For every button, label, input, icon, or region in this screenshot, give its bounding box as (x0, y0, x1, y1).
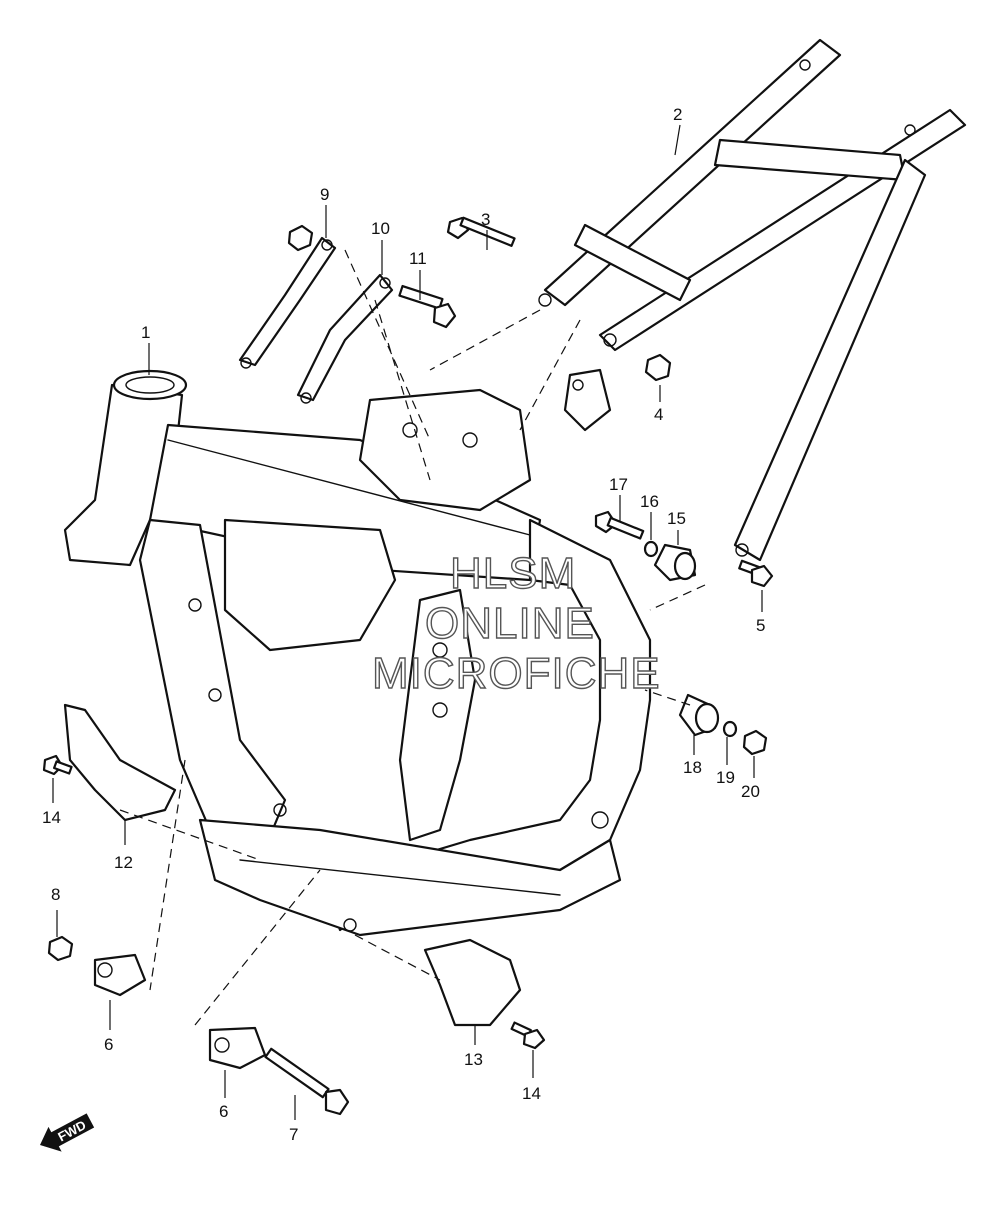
callout-15: 15 (667, 509, 686, 528)
rear-subframe (538, 38, 967, 562)
callout-18: 18 (683, 758, 702, 777)
callout-6a: 6 (104, 1035, 113, 1054)
watermark-line3: MICROFICHE (372, 649, 661, 698)
assembly-lines (119, 249, 706, 1026)
callout-13: 13 (464, 1050, 483, 1069)
bolt-11 (398, 284, 457, 329)
callout-4: 4 (654, 405, 663, 424)
leader-lines (52, 124, 763, 1120)
callout-6b: 6 (219, 1102, 228, 1121)
washer-16 (643, 540, 659, 558)
callout-14b: 14 (522, 1084, 541, 1103)
callout-5: 5 (756, 616, 765, 635)
nut-9 (287, 224, 314, 252)
nut-8 (47, 935, 74, 962)
bushing-15 (653, 543, 697, 582)
bolt-7 (264, 1047, 350, 1116)
bolt-14a (42, 754, 73, 776)
washer-19 (722, 720, 738, 738)
callout-1: 1 (141, 323, 150, 342)
main-frame (63, 369, 652, 937)
callout-12: 12 (114, 853, 133, 872)
callout-19: 19 (716, 768, 735, 787)
watermark: HLSM ONLINE MICROFICHE (371, 548, 661, 698)
callout-10: 10 (371, 219, 390, 238)
callout-9: 9 (320, 185, 329, 204)
fwd-label: FWD (55, 1117, 88, 1144)
guard-12 (63, 703, 177, 822)
callout-7: 7 (289, 1125, 298, 1144)
callout-20: 20 (741, 782, 760, 801)
bolt-17 (594, 510, 645, 540)
watermark-line1: HLSM (450, 549, 576, 598)
mount-6b (208, 1026, 267, 1070)
bushing-18 (678, 693, 720, 737)
mount-6a (93, 953, 147, 997)
watermark-line2: ONLINE (425, 599, 595, 648)
bolt-14b (510, 1021, 546, 1050)
callout-2: 2 (673, 105, 682, 124)
callout-8: 8 (51, 885, 60, 904)
bracket-10 (296, 273, 394, 404)
callout-14a: 14 (42, 808, 61, 827)
bolt-5 (738, 559, 774, 588)
callout-3: 3 (481, 210, 490, 229)
fwd-arrow-icon: FWD (40, 1113, 95, 1152)
callout-17: 17 (609, 475, 628, 494)
nut-4 (644, 353, 672, 382)
guard-13 (423, 938, 522, 1027)
callout-labels: 1 2 3 4 5 6 6 7 8 9 10 11 12 13 14 14 15… (42, 105, 765, 1144)
nut-20 (742, 729, 768, 756)
bracket-9 (238, 236, 337, 369)
callout-11: 11 (409, 249, 427, 268)
callout-16: 16 (640, 492, 659, 511)
